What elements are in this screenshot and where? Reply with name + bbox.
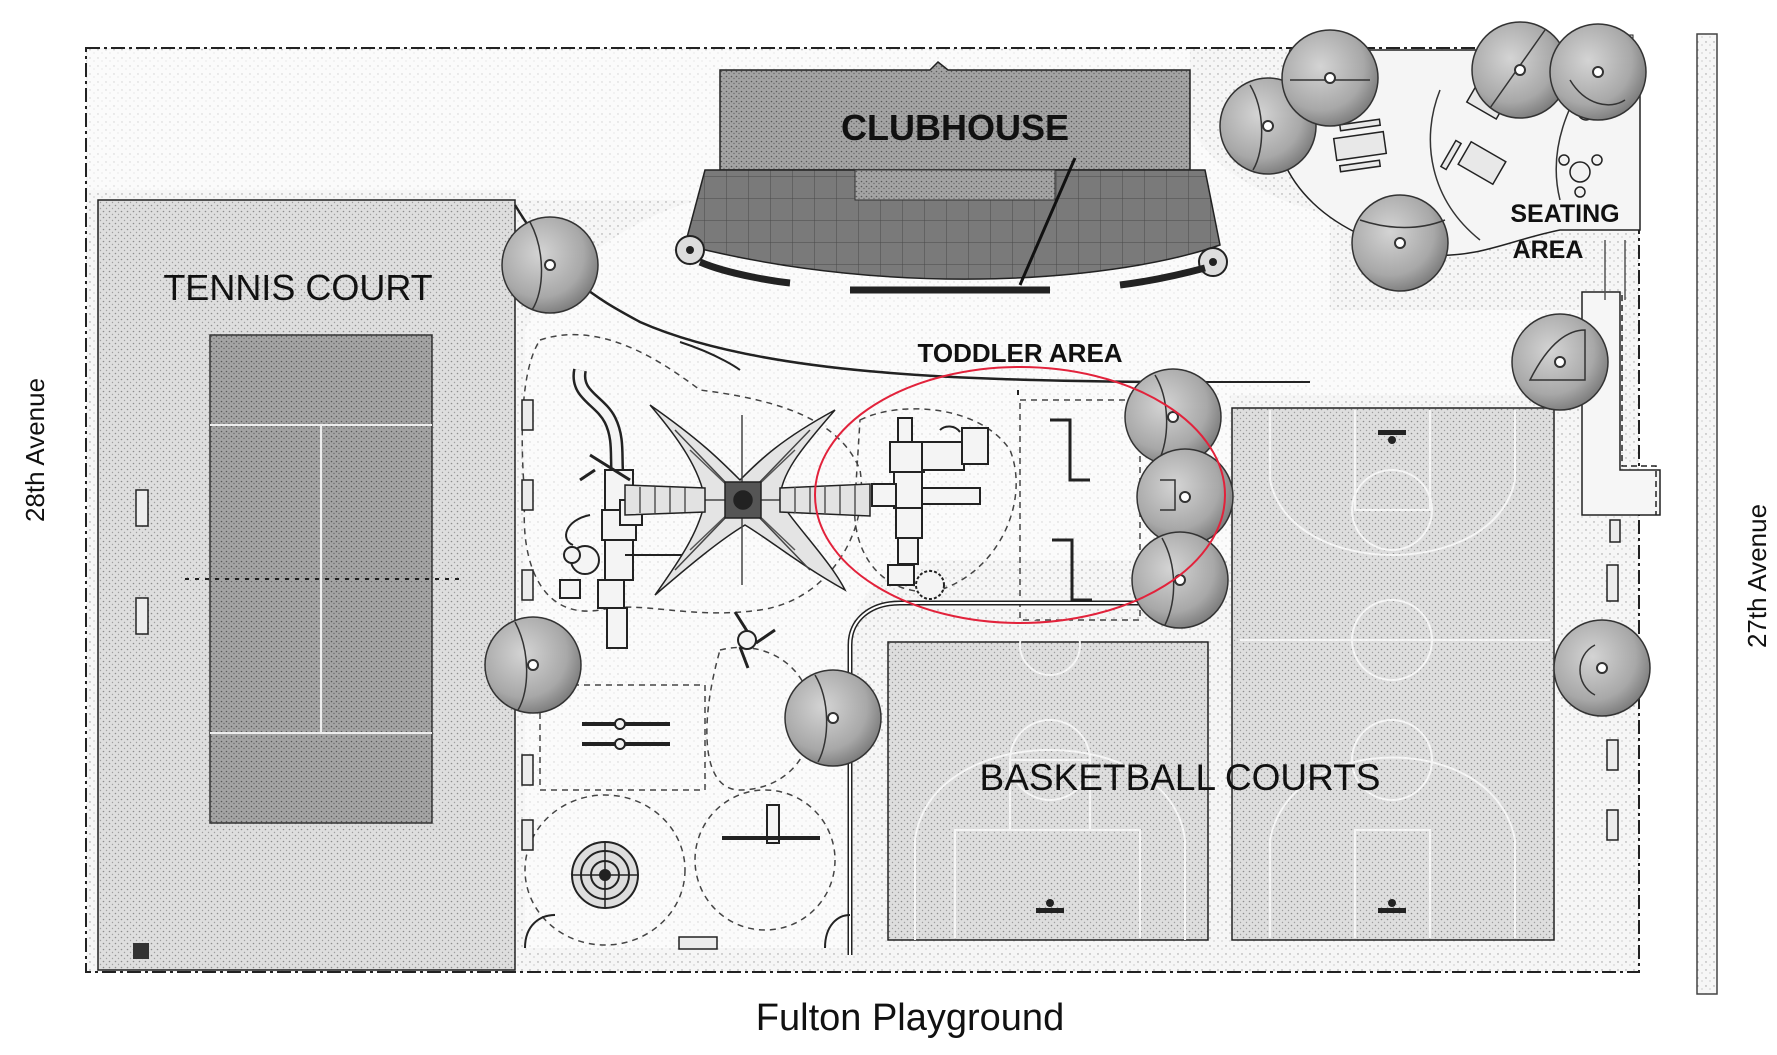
toddler-area-label: TODDLER AREA [917, 338, 1122, 368]
tree-icon [784, 669, 882, 767]
clubhouse-label: CLUBHOUSE [841, 107, 1069, 148]
toddler-play-structure [871, 390, 1092, 602]
seating-area-label: AREA [1513, 236, 1584, 264]
basketball-courts [887, 407, 1555, 941]
picnic-table-icon [1332, 118, 1388, 173]
tennis-court-label: TENNIS COURT [163, 267, 432, 308]
tree-icon [1351, 194, 1449, 292]
tree-icon [1553, 619, 1651, 717]
clubhouse-building: CLUBHOUSE [675, 60, 1228, 294]
seating-label: SEATING [1510, 200, 1619, 228]
tree-icon [1471, 21, 1569, 119]
tennis-court [97, 199, 516, 971]
basketball-courts-label: BASKETBALL COURTS [980, 757, 1381, 798]
street-label-28th-avenue: 28th Avenue [20, 378, 50, 522]
tree-icon [1511, 313, 1609, 411]
seesaw-icon [722, 804, 820, 844]
east-sidewalk [1696, 33, 1718, 995]
slide-icon [563, 546, 581, 564]
benches [521, 399, 1621, 950]
rope-climber-icon [624, 404, 871, 596]
play-structure-large [559, 368, 690, 649]
tree-icon [501, 216, 599, 314]
toddler-area-highlight [814, 366, 1226, 624]
street-label-27th-avenue: 27th Avenue [1742, 504, 1772, 648]
map-caption: Fulton Playground [756, 997, 1064, 1039]
tree-icon [1281, 29, 1379, 127]
picnic-table-icon [1439, 139, 1507, 186]
trees [484, 21, 1651, 767]
tree-icon [1136, 448, 1234, 546]
spinner-icon [915, 570, 945, 600]
seesaw-icon [582, 718, 670, 750]
tree-icon [484, 616, 582, 714]
tree-icon [1549, 23, 1647, 121]
tree-icon [1131, 531, 1229, 629]
play-equipment-small [571, 611, 820, 909]
spinner-disc-icon [571, 841, 639, 909]
